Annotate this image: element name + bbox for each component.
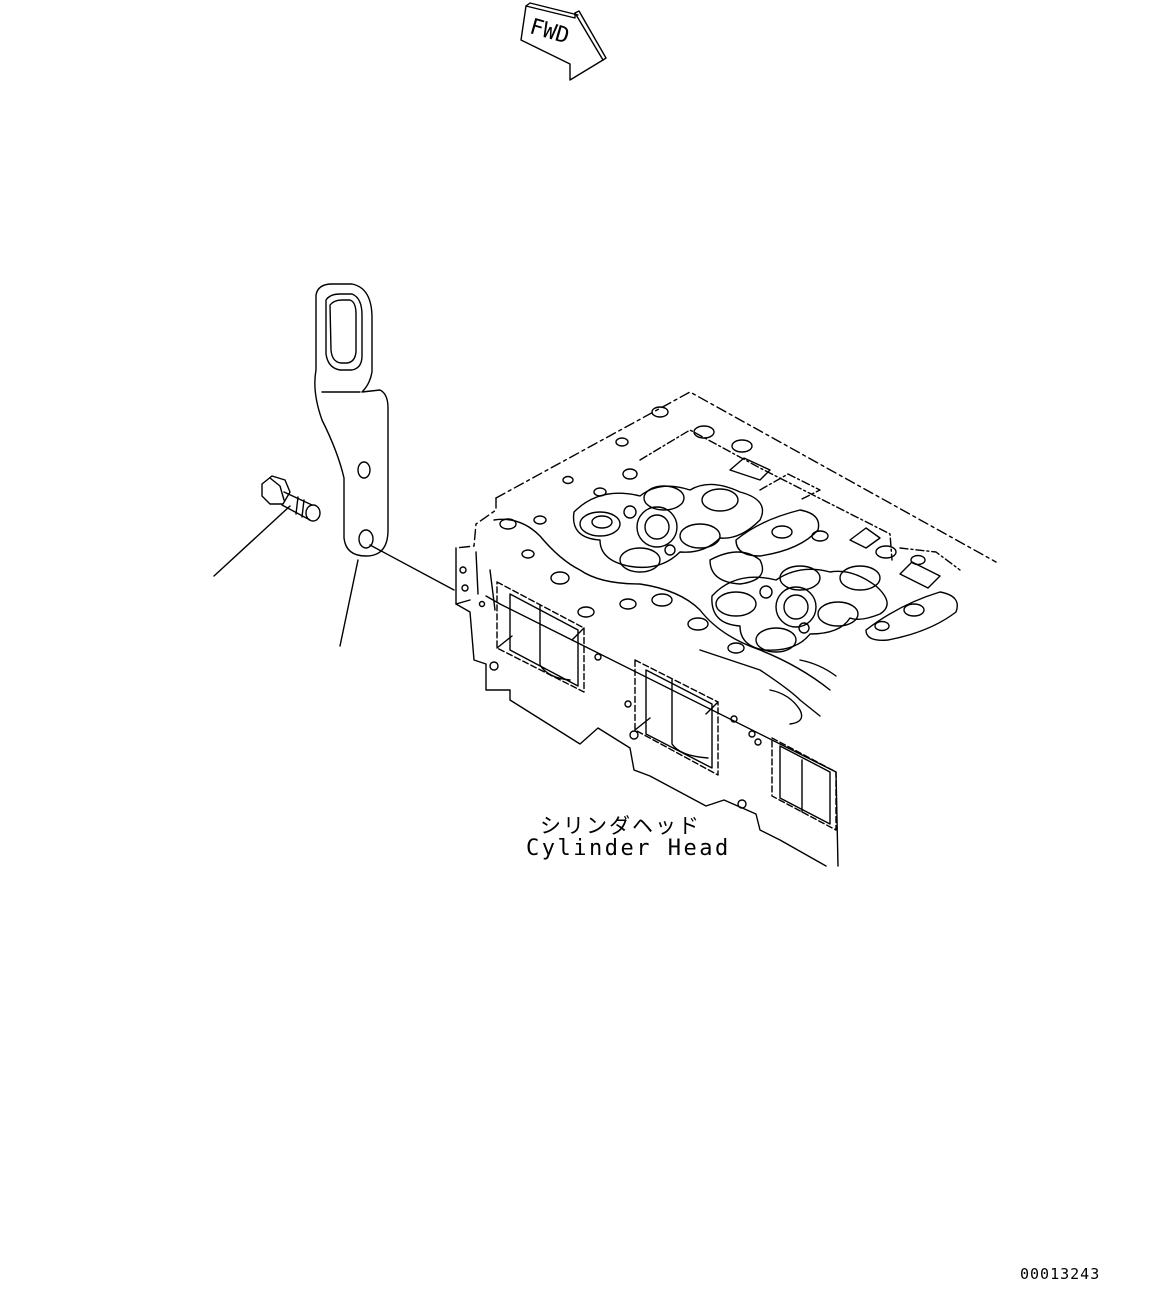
- drawing-number: 00013243: [1020, 1265, 1101, 1283]
- lifting-bracket: [314, 283, 389, 557]
- cylinder-head: [455, 391, 997, 867]
- flange-bolt: [261, 475, 321, 522]
- fwd-arrow-icon: FWD: [520, 2, 607, 81]
- bracket-leader-line: [339, 559, 359, 647]
- mounting-center-line: [369, 544, 455, 591]
- bolt-leader-line: [213, 505, 291, 577]
- cylinder-head-label-en: Cylinder Head: [526, 836, 731, 861]
- cylinder-head-label-jp: シリンダヘッド: [540, 814, 701, 838]
- fwd-arrow-text: FWD: [527, 14, 572, 49]
